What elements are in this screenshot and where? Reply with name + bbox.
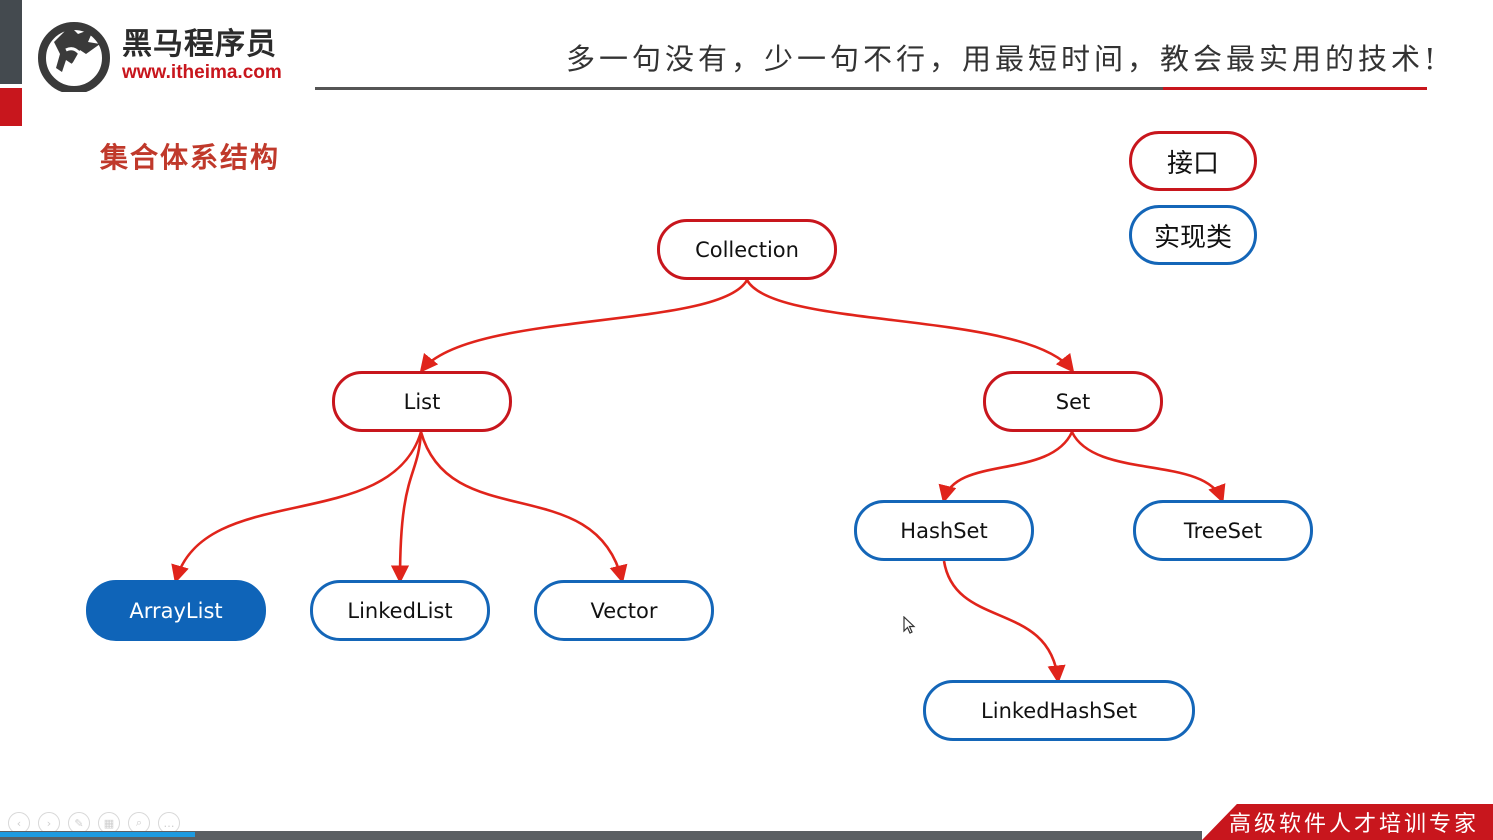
legend-interface-label: 接口: [1166, 148, 1219, 179]
bottom-progress-indicator: [0, 832, 195, 837]
node-arraylist-label: ArrayList: [129, 598, 223, 623]
mouse-pointer-icon: [903, 616, 916, 634]
header-divider: [315, 87, 1427, 90]
edge-collection-set: [745, 279, 1075, 373]
horse-logo-icon: [38, 22, 110, 92]
legend-interface: 接口: [1129, 131, 1257, 191]
node-linkedhashset: LinkedHashSet: [923, 680, 1195, 741]
node-hashset-label: HashSet: [900, 518, 988, 543]
left-accent-bar-gray: [0, 0, 22, 84]
edge-list-vector: [419, 431, 628, 584]
edge-list-linkedlist: [390, 431, 423, 584]
page-title: 集合体系结构: [100, 141, 281, 174]
node-list-label: List: [403, 389, 441, 414]
node-vector: Vector: [534, 580, 714, 641]
node-list: List: [332, 371, 512, 432]
legend-implementation: 实现类: [1129, 205, 1257, 265]
brand-logo: 黑马程序员 www.itheima.com: [36, 20, 282, 92]
left-accent-bar-red: [0, 88, 22, 126]
node-linkedlist-label: LinkedList: [347, 598, 453, 623]
legend-implementation-label: 实现类: [1153, 222, 1232, 253]
edge-hashset-linkedhashset: [942, 560, 1066, 684]
node-arraylist: ArrayList: [86, 580, 266, 641]
node-set-label: Set: [1055, 389, 1091, 414]
footer-tagline: 高级软件人才培训专家: [1228, 812, 1479, 837]
header-slogan: 多一句没有，少一句不行，用最短时间，教会最实用的技术!: [566, 42, 1440, 76]
node-vector-label: Vector: [590, 598, 658, 623]
node-linkedhashset-label: LinkedHashSet: [981, 698, 1137, 723]
footer-band: 高级软件人才培训专家: [1202, 804, 1493, 840]
node-collection-label: Collection: [695, 237, 799, 262]
brand-name: 黑马程序员: [122, 27, 277, 62]
header-divider-accent: [1163, 87, 1427, 90]
brand-url: www.itheima.com: [122, 62, 282, 83]
node-collection: Collection: [657, 219, 837, 280]
node-treeset-label: TreeSet: [1183, 518, 1263, 543]
edge-list-arraylist: [171, 431, 423, 584]
node-hashset: HashSet: [854, 500, 1034, 561]
node-linkedlist: LinkedList: [310, 580, 490, 641]
edge-set-hashset: [938, 431, 1074, 504]
node-treeset: TreeSet: [1133, 500, 1313, 561]
edge-set-treeset: [1070, 431, 1226, 504]
bottom-progress-strip: [0, 831, 1202, 840]
edge-collection-list: [419, 279, 749, 373]
node-set: Set: [983, 371, 1163, 432]
